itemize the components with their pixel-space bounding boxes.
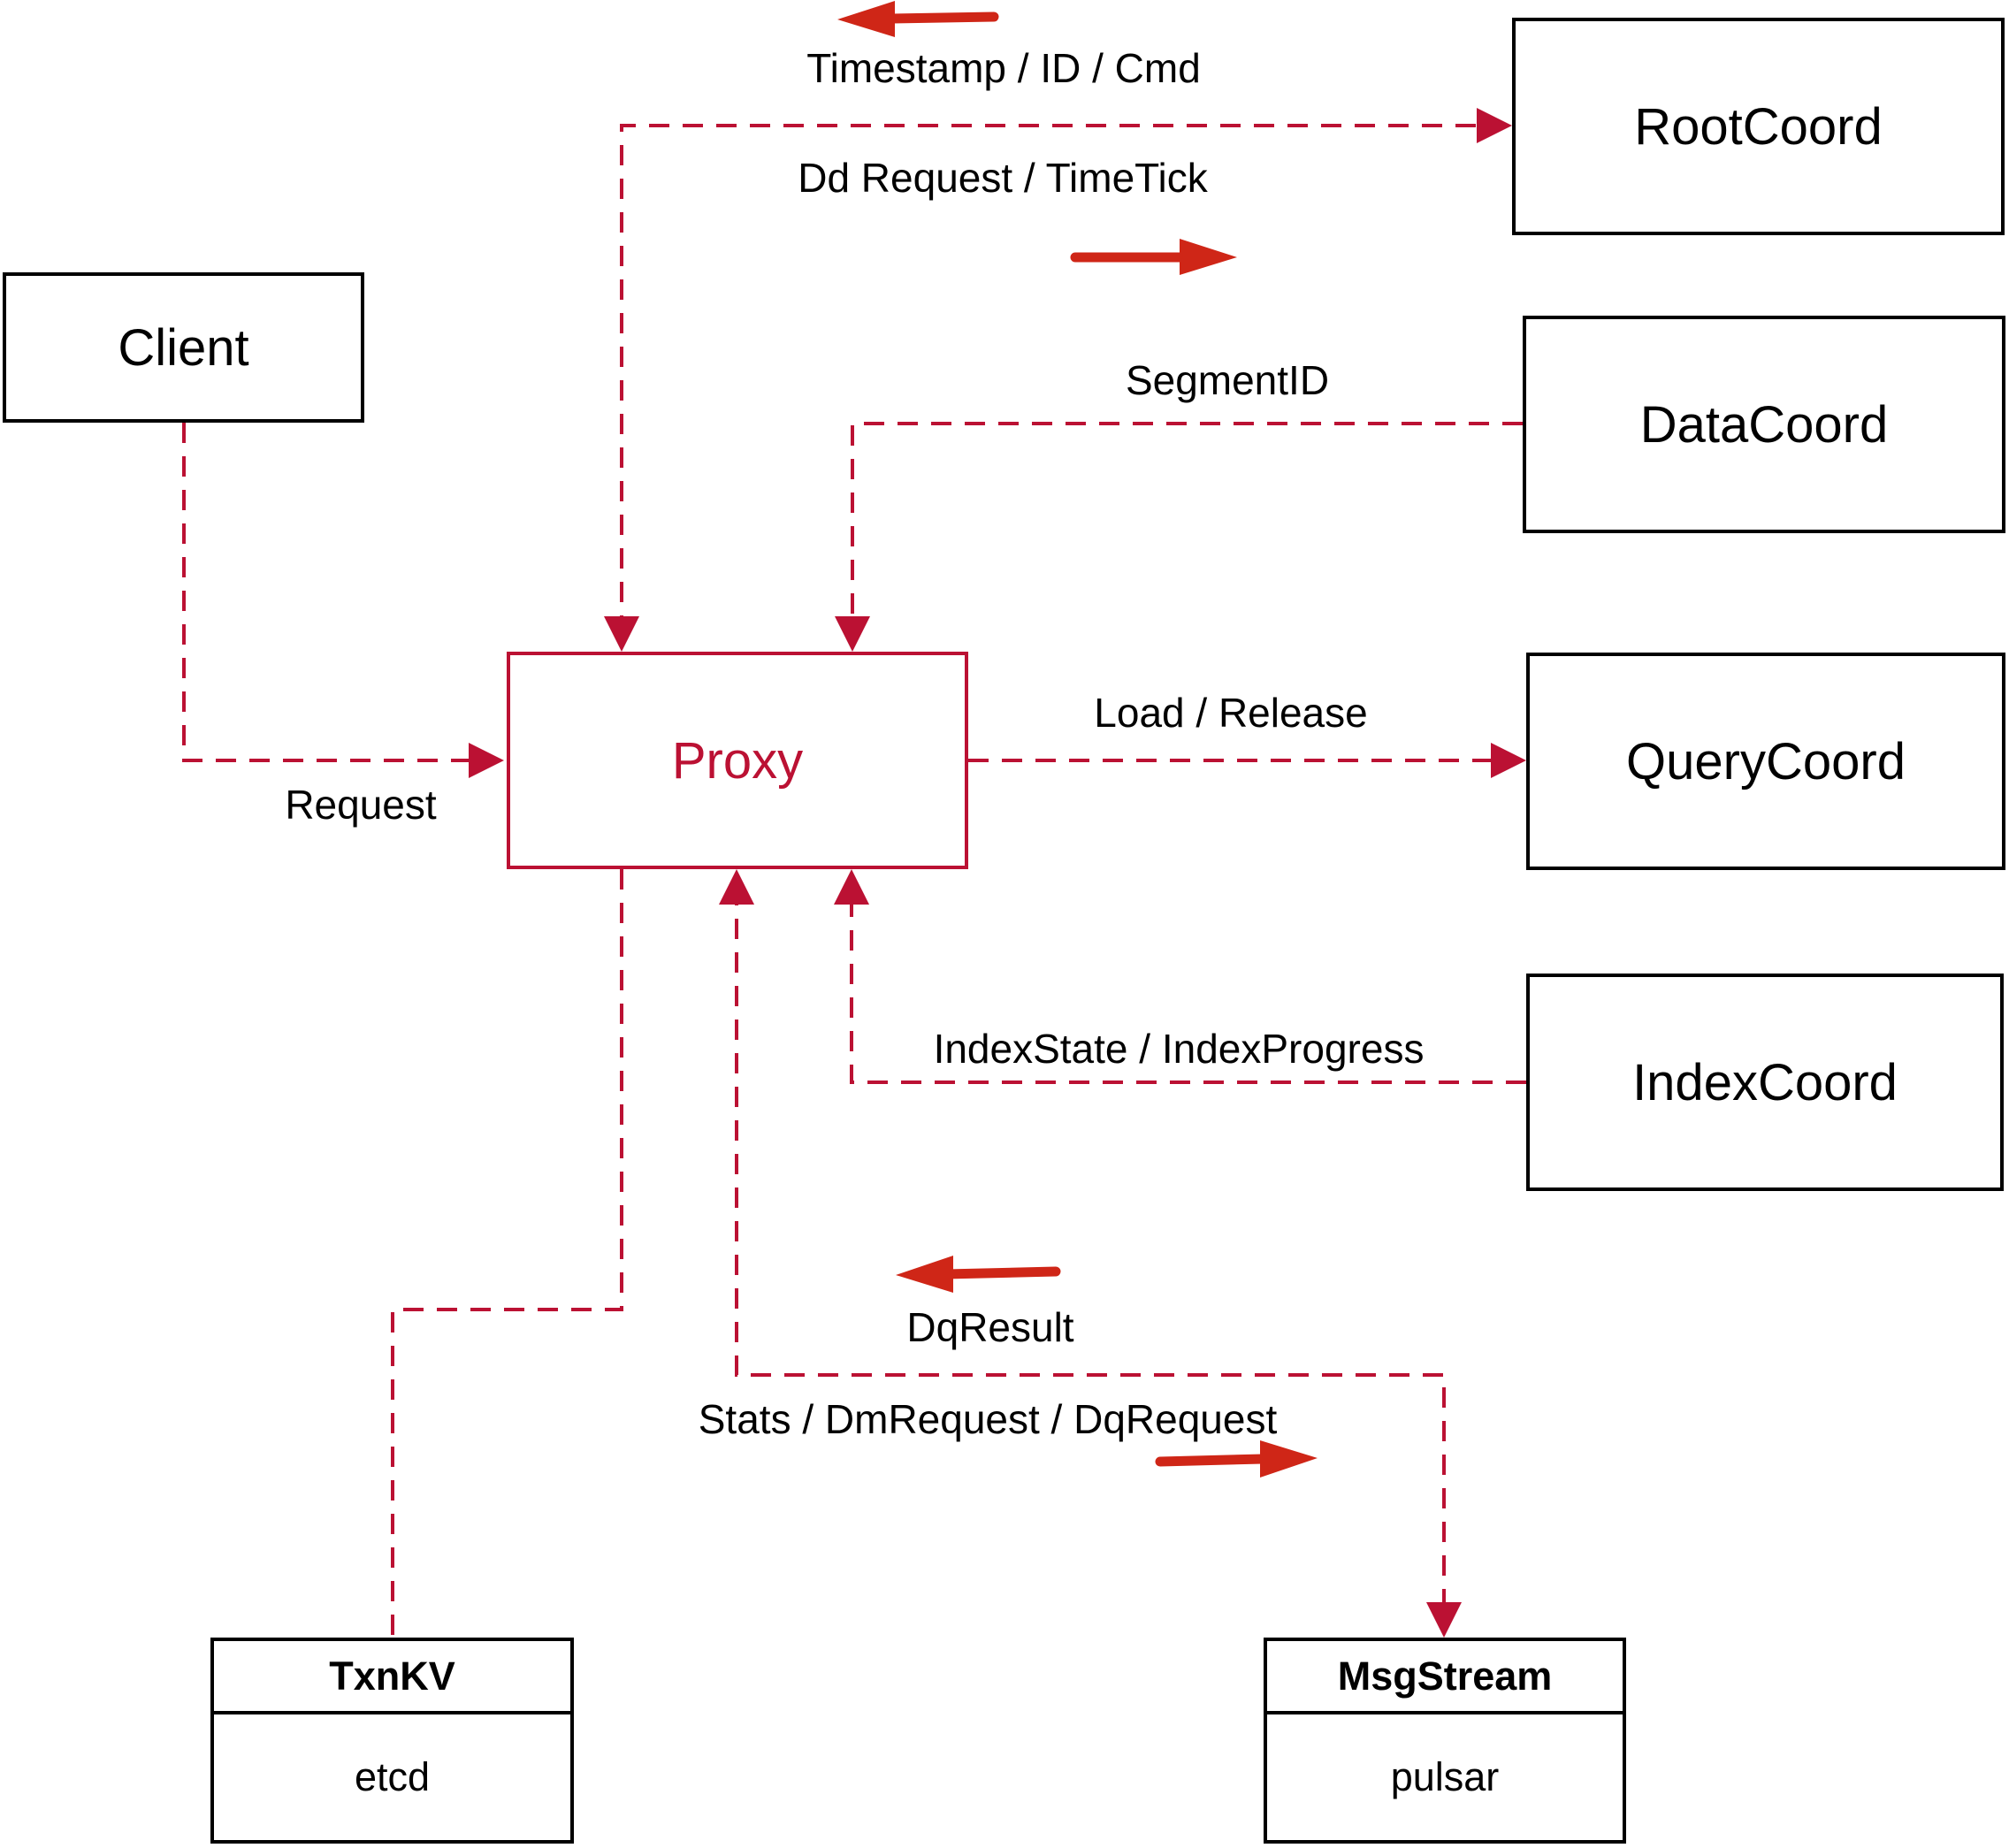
datacoord-node: DataCoord — [1523, 316, 2005, 533]
client-node: Client — [3, 272, 364, 423]
edge-proxy-txnkv — [391, 869, 623, 1638]
client-label: Client — [118, 318, 249, 377]
edge-client-proxy — [182, 423, 488, 762]
txnkv-node: TxnKV etcd — [210, 1638, 574, 1844]
arrow-dqresult-left — [896, 1256, 1061, 1293]
querycoord-label: QueryCoord — [1626, 732, 1906, 790]
rootcoord-node: RootCoord — [1512, 18, 2005, 235]
edge-label-stats: Stats / DmRequest / DqRequest — [698, 1396, 1278, 1442]
datacoord-label: DataCoord — [1639, 395, 1889, 454]
proxy-label: Proxy — [671, 731, 804, 790]
edge-label-index-state: IndexState / IndexProgress — [933, 1026, 1425, 1072]
edge-datacoord-proxy — [851, 422, 1523, 636]
edge-label-load-release: Load / Release — [1094, 690, 1368, 736]
querycoord-node: QueryCoord — [1526, 653, 2005, 870]
txnkv-subtitle: etcd — [354, 1754, 431, 1799]
txnkv-title: TxnKV — [214, 1641, 570, 1714]
edge-label-request: Request — [285, 782, 437, 828]
proxy-node: Proxy — [507, 652, 968, 869]
rootcoord-label: RootCoord — [1634, 97, 1883, 156]
indexcoord-node: IndexCoord — [1526, 974, 2004, 1191]
msgstream-node: MsgStream pulsar — [1264, 1638, 1626, 1844]
edge-proxy-rootcoord — [620, 124, 1496, 636]
arrow-stats-right — [1155, 1440, 1318, 1478]
arrow-ddrequest-right — [1070, 239, 1237, 275]
edge-label-dd-request: Dd Request / TimeTick — [798, 155, 1208, 201]
arrow-timestamp-left — [837, 1, 999, 37]
edge-label-segment-id: SegmentID — [1125, 357, 1330, 403]
msgstream-subtitle: pulsar — [1390, 1754, 1500, 1799]
edge-proxy-msgstream — [735, 885, 1446, 1622]
edge-label-timestamp: Timestamp / ID / Cmd — [806, 45, 1201, 91]
msgstream-title: MsgStream — [1267, 1641, 1623, 1714]
edge-label-dq-result: DqResult — [906, 1304, 1074, 1350]
indexcoord-label: IndexCoord — [1632, 1053, 1898, 1111]
